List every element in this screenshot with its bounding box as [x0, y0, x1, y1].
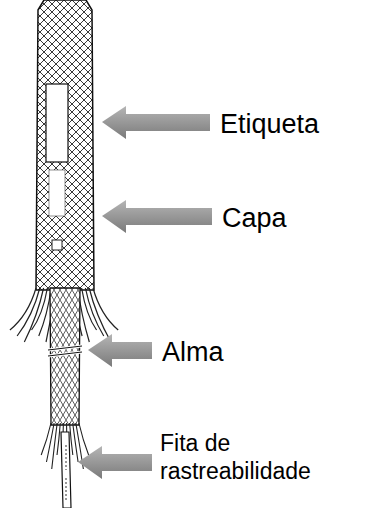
- part-label: Capa: [222, 202, 362, 234]
- pointer-arrow: [102, 106, 210, 139]
- pointer-arrow: [102, 200, 212, 233]
- core-break: [48, 346, 82, 356]
- pointer-arrow: [88, 334, 152, 367]
- rope-label: [46, 84, 68, 162]
- part-label: Fita de rastreabilidade: [160, 430, 365, 485]
- rope-sheath: [36, 0, 94, 290]
- pointer-arrow: [78, 446, 152, 479]
- tracer-tape: [61, 432, 71, 508]
- part-label: Etiqueta: [220, 108, 365, 140]
- sheath-mark: [52, 240, 62, 250]
- label-marks: [49, 170, 65, 216]
- core-break-lines: [48, 346, 82, 356]
- tape-print: [65, 445, 66, 500]
- part-label: Alma: [162, 336, 312, 368]
